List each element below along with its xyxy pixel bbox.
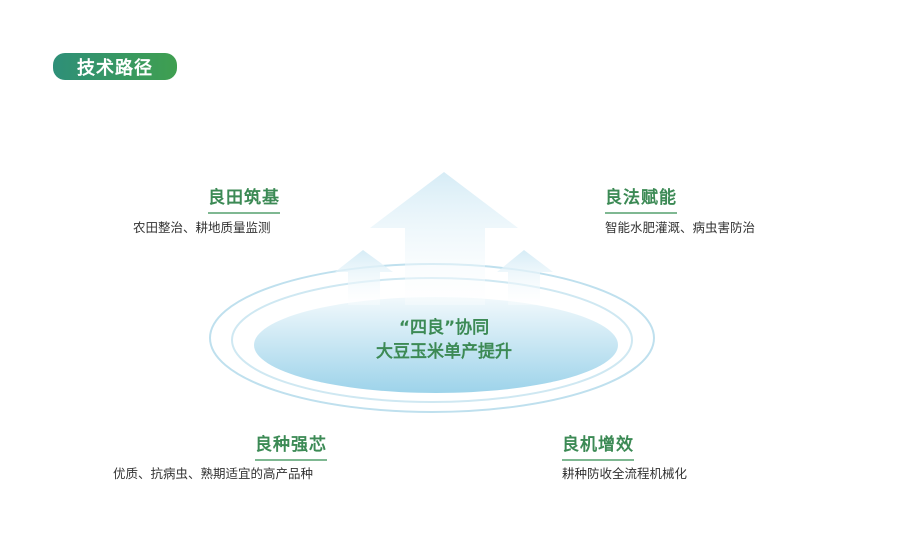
- item-desc-field: 农田整治、耕地质量监测: [133, 220, 271, 235]
- item-title-seed: 良种强芯: [255, 430, 327, 461]
- base-disc: [254, 297, 618, 393]
- right-arrow-icon: [497, 250, 553, 305]
- left-arrow-icon: [335, 250, 393, 305]
- big-arrow-icon: [370, 172, 518, 305]
- item-desc-method: 智能水肥灌溉、病虫害防治: [605, 220, 756, 235]
- center-line2: 大豆玉米单产提升: [376, 342, 512, 362]
- item-desc-seed: 优质、抗病虫、熟期适宜的高产品种: [113, 466, 314, 481]
- item-title-machine: 良机增效: [562, 430, 634, 461]
- section-badge: 技术路径: [53, 53, 177, 80]
- item-title-method: 良法赋能: [605, 183, 677, 214]
- center-line1: “四良”协同: [398, 318, 490, 338]
- center-label: “四良”协同 大豆玉米单产提升: [332, 316, 556, 364]
- item-title-field: 良田筑基: [208, 183, 280, 214]
- item-desc-machine: 耕种防收全流程机械化: [562, 466, 688, 481]
